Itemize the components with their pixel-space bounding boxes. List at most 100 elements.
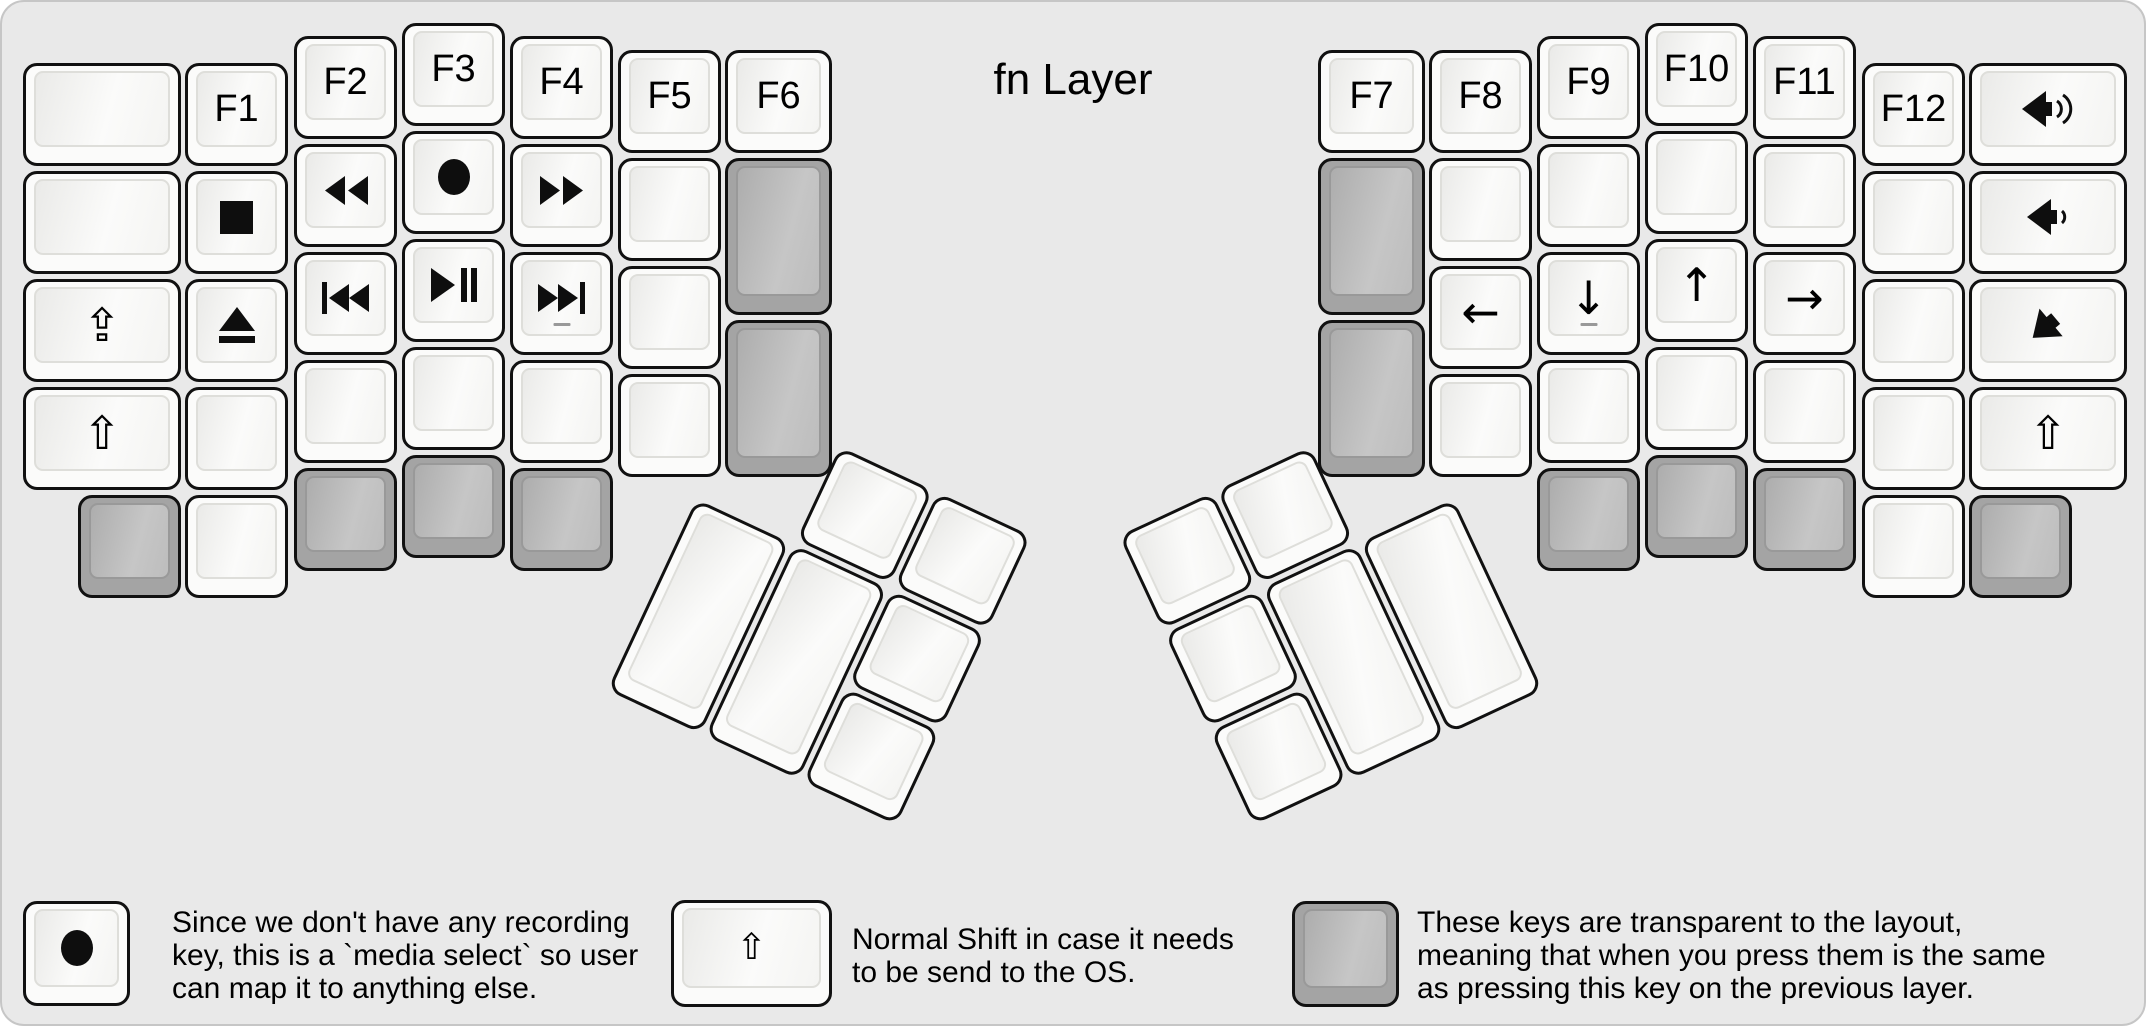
key-blank[interactable] xyxy=(618,158,721,261)
keycap-top: F2 xyxy=(305,44,386,120)
legend-text-line: Since we don't have any recording xyxy=(172,906,630,939)
key-f6[interactable]: F6 xyxy=(725,50,832,153)
key-blank[interactable] xyxy=(1645,347,1748,450)
key-transparent[interactable] xyxy=(402,455,505,558)
key-blank[interactable] xyxy=(1862,495,1965,598)
key-blank[interactable] xyxy=(1753,144,1856,247)
keycap-top xyxy=(521,368,602,444)
key-blank[interactable] xyxy=(1645,131,1748,234)
key-caps-lock[interactable]: ⇪ xyxy=(23,279,181,382)
key-transparent[interactable] xyxy=(294,468,397,571)
key-blank[interactable] xyxy=(1862,171,1965,274)
keycap-top xyxy=(305,476,386,552)
key-blank[interactable] xyxy=(23,171,181,274)
keycap-top: F8 xyxy=(1440,58,1521,134)
key-f1[interactable]: F1 xyxy=(185,63,288,166)
key-arrow-up[interactable]: ↑ xyxy=(1645,239,1748,342)
homing-mark xyxy=(1580,323,1597,326)
key-f8[interactable]: F8 xyxy=(1429,50,1532,153)
keycap-top: ↑ xyxy=(1656,247,1737,323)
volume-up-icon xyxy=(2020,88,2076,130)
keycap-top xyxy=(196,395,277,471)
key-shift-left[interactable]: ⇧ xyxy=(23,387,181,490)
keycap-top: F12 xyxy=(1873,71,1954,147)
key-next-track[interactable] xyxy=(510,252,613,355)
key-blank[interactable] xyxy=(402,347,505,450)
key-blank[interactable] xyxy=(1429,374,1532,477)
key-transparent[interactable] xyxy=(1969,495,2072,598)
key-f3[interactable]: F3 xyxy=(402,23,505,126)
key-f2[interactable]: F2 xyxy=(294,36,397,139)
eject-icon xyxy=(217,307,257,343)
key-arrow-down-glyph: ↓ xyxy=(1569,271,1608,325)
key-blank[interactable] xyxy=(618,266,721,369)
key-eject[interactable] xyxy=(185,279,288,382)
key-arrow-up-glyph: ↑ xyxy=(1677,258,1716,312)
key-play-pause[interactable] xyxy=(402,239,505,342)
key-blank[interactable] xyxy=(185,387,288,490)
key-prev-track[interactable] xyxy=(294,252,397,355)
keycap-top: F9 xyxy=(1548,44,1629,120)
key-blank[interactable] xyxy=(185,495,288,598)
keycap-top xyxy=(1303,909,1388,988)
key-label: F11 xyxy=(1773,60,1836,103)
stop-icon xyxy=(220,200,253,234)
keycap-top: → xyxy=(1764,260,1845,336)
keycap-top xyxy=(89,503,170,579)
key-transparent[interactable] xyxy=(78,495,181,598)
key-f4[interactable]: F4 xyxy=(510,36,613,139)
key-fast-forward[interactable] xyxy=(510,144,613,247)
key-f11[interactable]: F11 xyxy=(1753,36,1856,139)
key-blank[interactable] xyxy=(1862,387,1965,490)
key-media-select-record[interactable] xyxy=(402,131,505,234)
key-f7[interactable]: F7 xyxy=(1318,50,1425,153)
key-f10[interactable]: F10 xyxy=(1645,23,1748,126)
key-shift-right[interactable]: ⇧ xyxy=(1969,387,2127,490)
record-icon xyxy=(434,157,474,197)
legend-text-line: meaning that when you press them is the … xyxy=(1417,939,2046,972)
keycap-top xyxy=(1873,503,1954,579)
key-arrow-left[interactable]: ← xyxy=(1429,266,1532,369)
key-volume-down[interactable] xyxy=(1969,171,2127,274)
key-blank[interactable] xyxy=(1753,360,1856,463)
keycap-top: F6 xyxy=(736,58,821,134)
play-pause-icon xyxy=(430,268,477,302)
key-arrow-down[interactable]: ↓ xyxy=(1537,252,1640,355)
keycap-top xyxy=(1656,355,1737,431)
keycap-top xyxy=(1656,463,1737,539)
key-arrow-right-glyph: → xyxy=(1785,271,1824,325)
keycap-top xyxy=(413,355,494,431)
key-volume-up[interactable] xyxy=(1969,63,2127,166)
key-blank[interactable] xyxy=(1862,279,1965,382)
legend-key-transparent xyxy=(1292,901,1399,1007)
key-transparent[interactable] xyxy=(725,320,832,477)
key-blank[interactable] xyxy=(23,63,181,166)
key-caps-lock-glyph: ⇪ xyxy=(82,298,122,352)
key-blank[interactable] xyxy=(1429,158,1532,261)
key-transparent[interactable] xyxy=(1753,468,1856,571)
key-f12[interactable]: F12 xyxy=(1862,63,1965,166)
key-transparent[interactable] xyxy=(1537,468,1640,571)
key-blank[interactable] xyxy=(1537,144,1640,247)
key-rewind[interactable] xyxy=(294,144,397,247)
key-arrow-right[interactable]: → xyxy=(1753,252,1856,355)
key-transparent[interactable] xyxy=(1318,320,1425,477)
key-stop[interactable] xyxy=(185,171,288,274)
key-transparent[interactable] xyxy=(1645,455,1748,558)
key-blank[interactable] xyxy=(1537,360,1640,463)
key-transparent[interactable] xyxy=(510,468,613,571)
key-blank[interactable] xyxy=(510,360,613,463)
key-f9[interactable]: F9 xyxy=(1537,36,1640,139)
keycap-top: ⇧ xyxy=(1980,395,2116,471)
key-mute[interactable] xyxy=(1969,279,2127,382)
key-label: F3 xyxy=(431,47,476,90)
key-transparent[interactable] xyxy=(1318,158,1425,315)
key-blank[interactable] xyxy=(294,360,397,463)
key-blank[interactable] xyxy=(618,374,721,477)
keycap-top xyxy=(305,260,386,336)
key-f5[interactable]: F5 xyxy=(618,50,721,153)
key-transparent[interactable] xyxy=(725,158,832,315)
